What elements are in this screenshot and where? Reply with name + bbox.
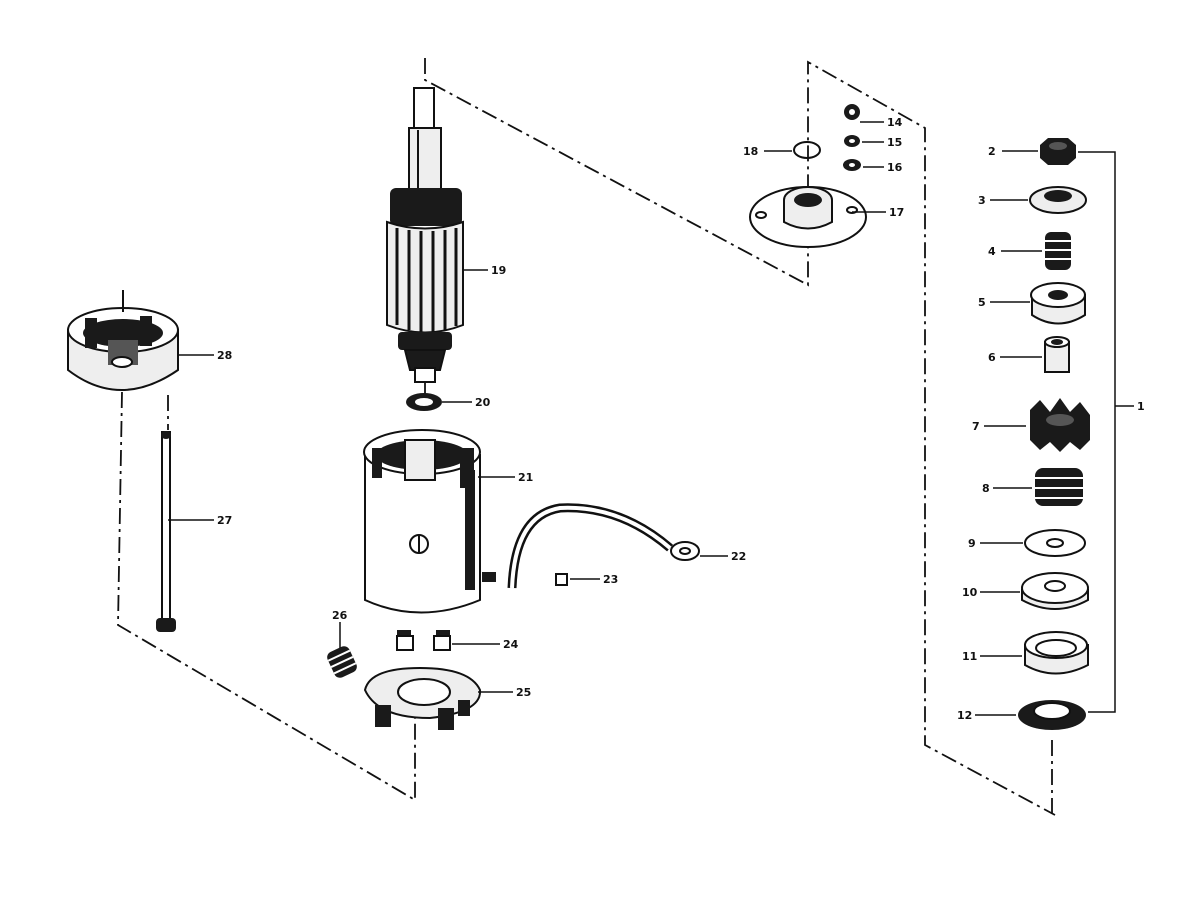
part-7-drive-pinion [1030,398,1090,452]
callout-12: 12 [957,709,972,722]
part-1-bracket [1078,151,1116,713]
part-20-washer [406,393,442,411]
part-14-nut [844,104,860,120]
callout-17: 17 [889,206,904,219]
callout-5: 5 [978,296,986,309]
part-10-thick-washer [1021,572,1089,610]
callout-labels: 1 2 3 4 5 6 7 8 9 10 11 12 14 15 16 17 1… [217,116,1145,722]
leader-lines [168,121,1134,716]
part-8-drive-assembly [1035,468,1083,506]
part-21-field-frame [363,429,496,642]
callout-28: 28 [217,349,232,362]
part-24-brushes [396,635,451,651]
part-11-bearing-ring [1024,631,1089,675]
part-25-brush-plate [363,666,482,730]
part-18-o-ring [793,141,821,159]
part-6-sleeve [1044,336,1070,373]
part-19-armature [386,87,464,383]
callout-6: 6 [988,351,996,364]
callout-22: 22 [731,550,746,563]
callout-3: 3 [978,194,986,207]
part-9-washer [1024,529,1086,557]
callout-2: 2 [988,145,996,158]
callout-10: 10 [962,586,978,599]
callout-27: 27 [217,514,232,527]
part-3-cup-washer [1029,186,1087,214]
callout-21: 21 [518,471,533,484]
callout-16: 16 [887,161,903,174]
callout-7: 7 [972,420,980,433]
part-2-nut [1040,138,1076,165]
callout-15: 15 [887,136,902,149]
part-23-nut [555,573,568,586]
part-5-collar [1030,282,1086,325]
part-27-through-bolt [156,431,176,632]
callout-26: 26 [332,609,348,622]
callout-20: 20 [475,396,491,409]
assembly-lines [117,58,1056,818]
callout-8: 8 [982,482,990,495]
callout-14: 14 [887,116,903,129]
part-17-end-cap [749,186,867,248]
part-12-retainer [1018,700,1086,730]
callout-9: 9 [968,537,976,550]
callout-4: 4 [988,245,996,258]
part-4-spring [1045,232,1071,270]
callout-18: 18 [743,145,758,158]
callout-1: 1 [1137,400,1145,413]
callout-23: 23 [603,573,618,586]
callout-19: 19 [491,264,506,277]
part-16-washer [843,159,861,171]
part-28-end-housing [67,290,179,391]
callout-11: 11 [962,650,977,663]
part-26-spring [327,646,357,678]
callout-25: 25 [516,686,531,699]
part-22-cable [507,503,700,589]
callout-24: 24 [503,638,519,651]
part-15-lockwasher [844,135,860,147]
